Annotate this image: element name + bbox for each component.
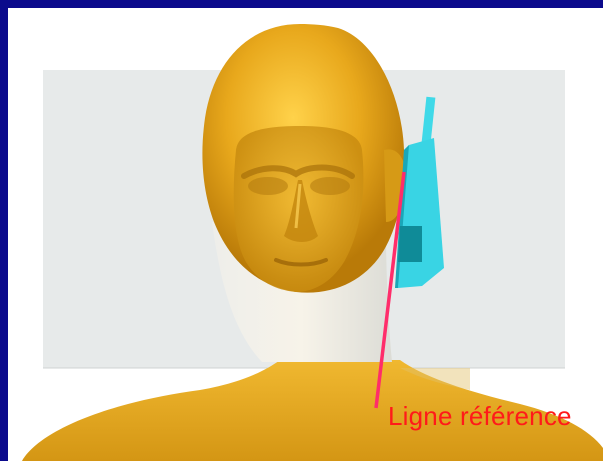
phone-earpiece <box>398 226 422 262</box>
reference-line-caption: Ligne référence <box>388 401 572 432</box>
slide-canvas: Ligne référence <box>8 8 603 461</box>
head-phone-illustration <box>8 8 603 461</box>
left-eye-socket <box>248 177 288 195</box>
right-eye-socket <box>310 177 350 195</box>
